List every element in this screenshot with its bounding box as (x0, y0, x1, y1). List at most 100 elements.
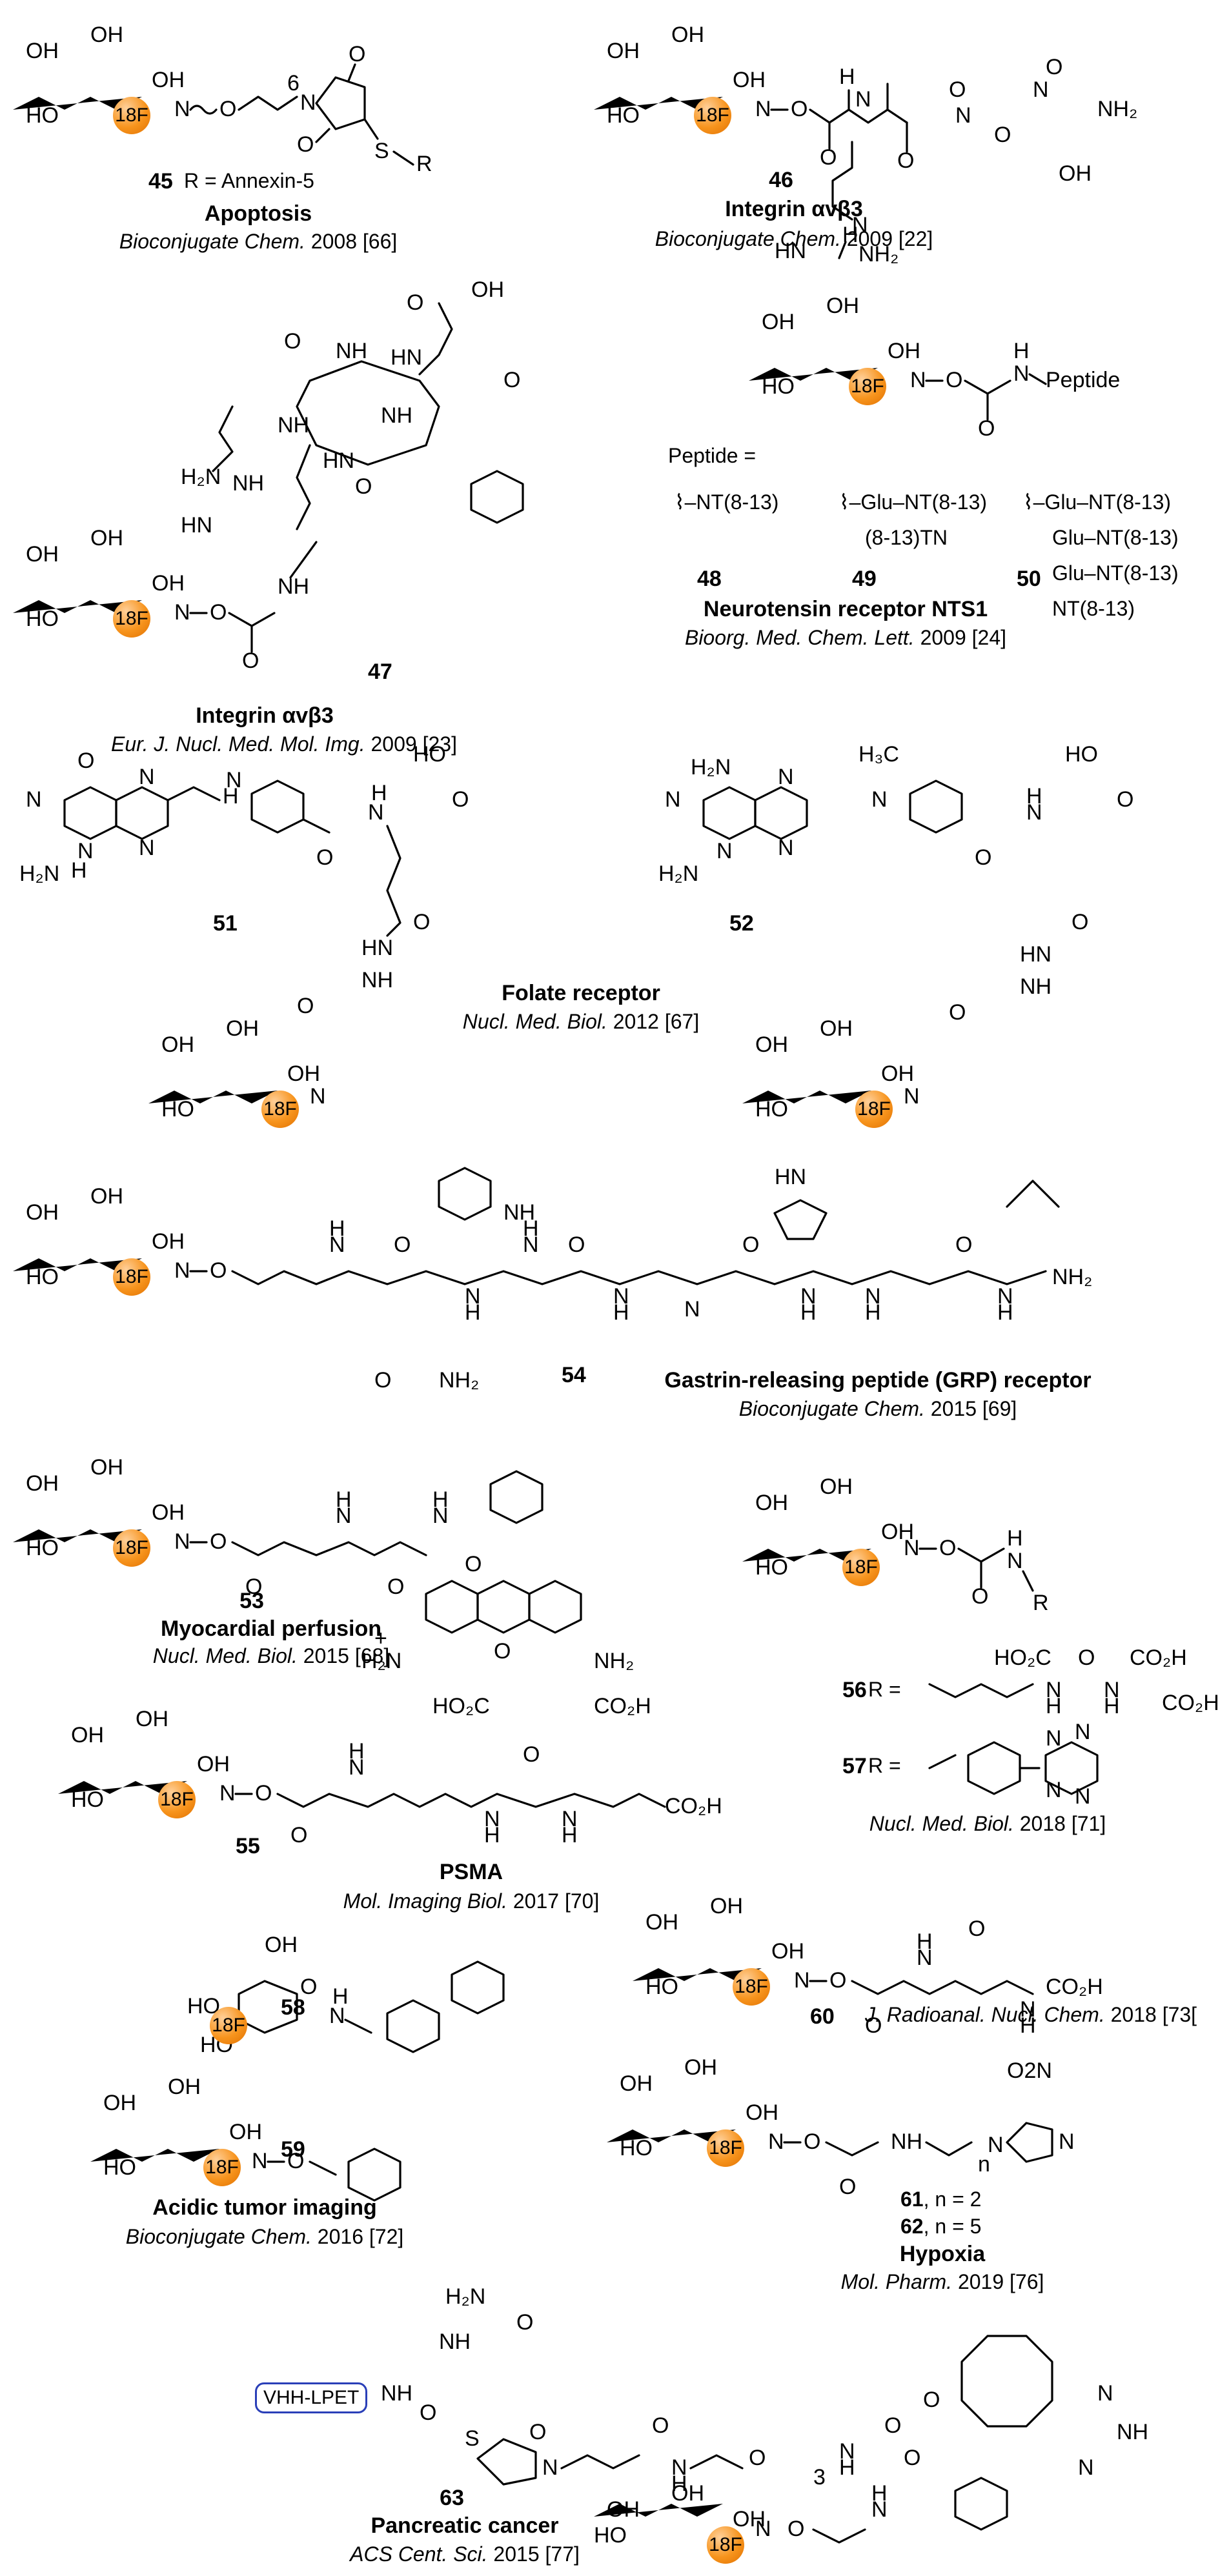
svg-text:OH: OH (888, 339, 920, 363)
f18-badge-63: 18F (707, 2526, 744, 2564)
compound-number-58: 58 (281, 1995, 305, 2020)
f18-badge-53: 18F (113, 1529, 150, 1567)
svg-text:OH: OH (684, 2055, 717, 2080)
structure-59: OH OH OH HO N O (90, 2075, 401, 2202)
f18-badge-46: 18F (694, 97, 731, 134)
svg-text:N: N (865, 1284, 881, 1309)
peptide-equals-label: Peptide = (668, 444, 757, 467)
svg-text:NH₂: NH₂ (1052, 1265, 1092, 1289)
f18-label: 18F (709, 2534, 742, 2555)
journal-60: J. Radioanal. Nucl. Chem. (865, 2003, 1105, 2026)
svg-text:CO₂H: CO₂H (665, 1794, 722, 1818)
svg-text:H: H (1007, 1526, 1023, 1551)
svg-text:N: N (778, 836, 794, 860)
r-equals-57: R = (868, 1754, 901, 1777)
svg-text:N: N (542, 2455, 558, 2480)
svg-text:O: O (290, 1823, 307, 1847)
svg-text:OH: OH (161, 1032, 194, 1057)
svg-text:O: O (210, 600, 227, 625)
svg-text:OH: OH (645, 1910, 678, 1935)
svg-text:N: N (755, 97, 771, 121)
svg-text:H: H (484, 1823, 500, 1847)
svg-text:H₂N: H₂N (691, 755, 731, 780)
svg-text:NH: NH (278, 574, 309, 599)
compound-number-45: 45 (148, 169, 173, 194)
svg-text:OH: OH (671, 23, 704, 47)
structure-51: O N N N N H H₂N H N O N H HO O O HN NH O (19, 742, 469, 1018)
svg-text:O: O (955, 1233, 972, 1257)
svg-text:H₂N: H₂N (19, 861, 59, 886)
reference-60: J. Radioanal. Nucl. Chem. 2018 [73[ (865, 2003, 1197, 2027)
svg-text:O: O (804, 2129, 820, 2154)
svg-text:O: O (568, 1233, 585, 1257)
svg-text:O: O (349, 42, 365, 66)
svg-text:HO₂C: HO₂C (432, 1694, 490, 1718)
f18-label: 18F (212, 2015, 245, 2036)
svg-text:N: N (1078, 2455, 1094, 2480)
compound-number-62: 62 (900, 2215, 924, 2238)
svg-text:H: H (465, 1300, 481, 1325)
year-51-52: 2012 [67] (607, 1010, 700, 1033)
svg-text:O: O (374, 1368, 391, 1393)
svg-text:O: O (494, 1639, 511, 1664)
structure-58: OH HO HO O NH (187, 1933, 505, 2057)
svg-text:NH: NH (361, 968, 393, 992)
f18-badge-51: 18F (261, 1091, 299, 1128)
compound-number-50: 50 (1017, 567, 1041, 591)
f18-badge-47: 18F (113, 600, 150, 638)
svg-text:H: H (800, 1300, 817, 1325)
svg-text:HO: HO (755, 1097, 788, 1122)
structure-52-sugar: OH OH OH HO N (742, 1016, 920, 1123)
svg-text:N: N (768, 2129, 784, 2154)
nt-fragment: NT(8-13) (1095, 526, 1179, 549)
structure-61-62: OH OH OH HO N O O NH n N N O2N (607, 2055, 1075, 2199)
year-53: 2015 [68] (297, 1644, 390, 1667)
structure-55: OH OH OH HO N O O NH HO₂C NH O NH CO₂H C… (58, 1694, 722, 1847)
f18-label: 18F (851, 376, 884, 397)
svg-text:R: R (1033, 1591, 1049, 1615)
svg-text:O: O (503, 368, 520, 392)
svg-text:n: n (978, 2152, 990, 2177)
svg-text:HO: HO (26, 1265, 59, 1289)
svg-text:H₂N: H₂N (181, 465, 221, 489)
svg-text:N: N (523, 1233, 539, 1257)
journal-53: Nucl. Med. Biol. (152, 1644, 298, 1667)
svg-text:OH: OH (826, 294, 859, 318)
svg-text:OH: OH (607, 2497, 640, 2522)
svg-text:N: N (871, 787, 888, 812)
svg-text:OH: OH (755, 1491, 788, 1515)
reference-45: Bioconjugate Chem. 2008 [66] (119, 230, 398, 254)
svg-text:NH₂: NH₂ (594, 1649, 634, 1673)
svg-text:O: O (394, 1233, 411, 1257)
svg-text:N: N (1013, 361, 1030, 386)
reference-55: Mol. Imaging Biol. 2017 [70] (343, 1889, 600, 1913)
f18-label: 18F (115, 105, 148, 126)
svg-text:O: O (1078, 1645, 1095, 1670)
svg-text:OH: OH (1059, 161, 1092, 186)
svg-text:N: N (139, 836, 155, 860)
target-46: Integrin αvβ3 (725, 197, 863, 221)
journal-59: Bioconjugate Chem. (125, 2225, 312, 2248)
target-61-62: Hypoxia (899, 2242, 986, 2266)
svg-text:CO₂H: CO₂H (594, 1694, 651, 1718)
nt-fragment: NT(8-13) (696, 490, 779, 514)
target-53: Myocardial perfusion (161, 1616, 381, 1641)
svg-text:O: O (978, 416, 995, 441)
svg-text:OH: OH (881, 1520, 914, 1544)
svg-text:HO: HO (607, 103, 640, 128)
compound-number-48: 48 (697, 567, 722, 591)
svg-text:N: N (852, 213, 868, 237)
svg-text:O: O (210, 1529, 227, 1554)
structure-47: OH O O NH HN O NH NH HN O H₂N HN NH (181, 277, 524, 538)
target-63: Pancreatic cancer (371, 2513, 559, 2538)
svg-text:N: N (219, 1781, 236, 1806)
svg-text:O: O (245, 1575, 262, 1599)
svg-text:HN: HN (1020, 942, 1051, 967)
svg-text:NH: NH (336, 339, 367, 363)
svg-text:NH₂: NH₂ (1097, 97, 1137, 121)
svg-text:N: N (1046, 1726, 1062, 1751)
svg-text:N: N (910, 368, 926, 392)
svg-text:N: N (26, 787, 42, 812)
svg-text:HO: HO (762, 374, 795, 399)
f18-badge-55: 18F (158, 1781, 196, 1818)
